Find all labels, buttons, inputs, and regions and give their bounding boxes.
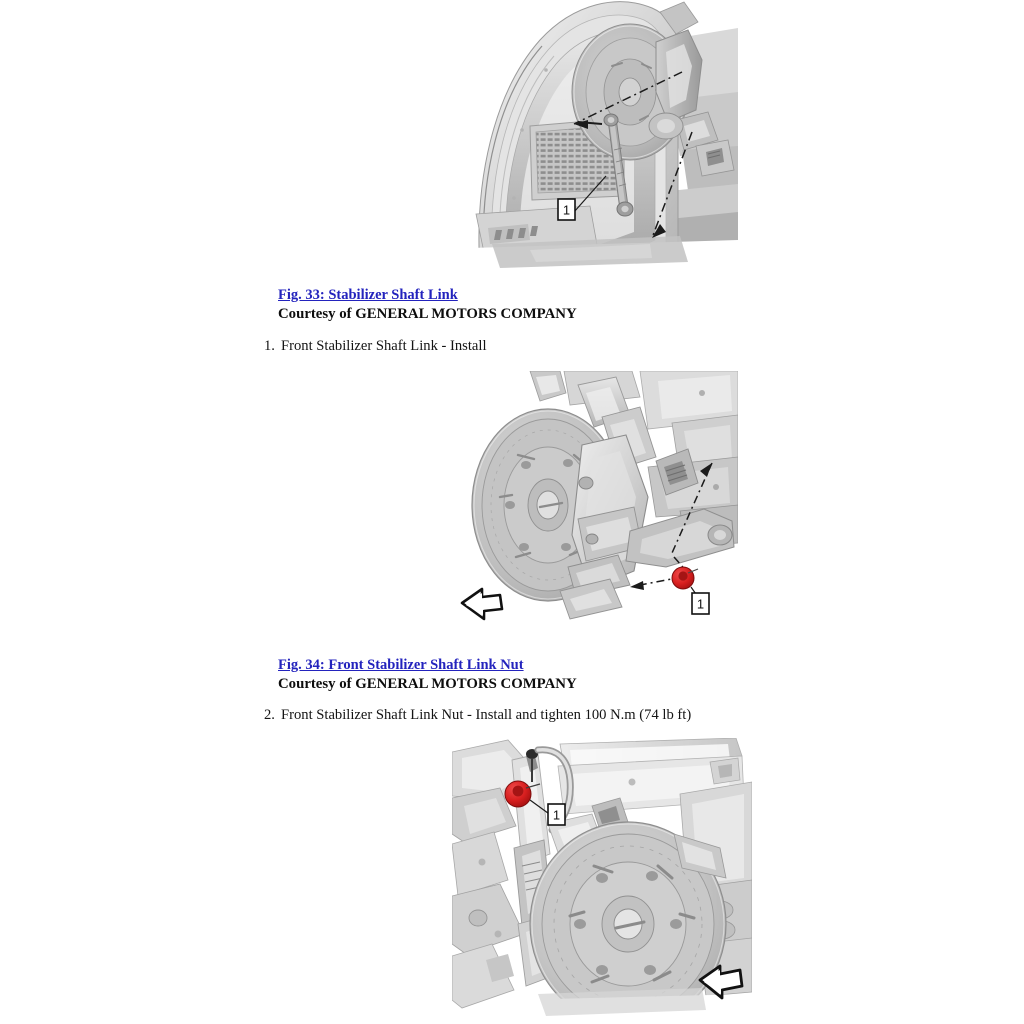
- figure-33-caption: Fig. 33: Stabilizer Shaft Link Courtesy …: [278, 286, 577, 323]
- figure-33-link[interactable]: Fig. 33: Stabilizer Shaft Link: [278, 287, 458, 303]
- svg-text:1: 1: [563, 203, 570, 218]
- svg-text:1: 1: [697, 597, 704, 612]
- figure-33-callout-1: 1: [557, 198, 576, 221]
- figure-34-direction-arrow: [460, 587, 504, 621]
- figure-34-callout-1: 1: [691, 592, 710, 615]
- figure-35-image: 1: [452, 738, 752, 1024]
- figure-34-link[interactable]: Fig. 34: Front Stabilizer Shaft Link Nut: [278, 657, 524, 673]
- figure-34-caption: Fig. 34: Front Stabilizer Shaft Link Nut…: [278, 656, 577, 693]
- figure-33-canvas: 1: [470, 0, 738, 273]
- step-1-number: 1.: [264, 338, 275, 354]
- figure-35-canvas: 1: [452, 738, 752, 1024]
- procedure-step-2: 2. Front Stabilizer Shaft Link Nut - Inst…: [264, 706, 691, 725]
- svg-text:1: 1: [553, 808, 560, 823]
- figure-35-red-nut-highlight: [504, 780, 541, 808]
- step-2-text: Front Stabilizer Shaft Link Nut - Instal…: [281, 707, 692, 723]
- figure-35-callout-1: 1: [547, 803, 566, 826]
- figure-34-courtesy: Courtesy of GENERAL MOTORS COMPANY: [278, 676, 577, 692]
- step-1-text: Front Stabilizer Shaft Link - Install: [281, 338, 487, 354]
- procedure-step-1: 1. Front Stabilizer Shaft Link - Install: [264, 337, 487, 356]
- figure-33-courtesy: Courtesy of GENERAL MOTORS COMPANY: [278, 306, 577, 322]
- step-2-number: 2.: [264, 707, 275, 723]
- figure-33-image: 1: [470, 0, 738, 273]
- figure-34-image: 1: [444, 371, 738, 633]
- figure-35-direction-arrow: [698, 964, 744, 1000]
- figure-34-canvas: 1: [444, 371, 738, 633]
- figure-34-red-nut-highlight: [671, 566, 699, 590]
